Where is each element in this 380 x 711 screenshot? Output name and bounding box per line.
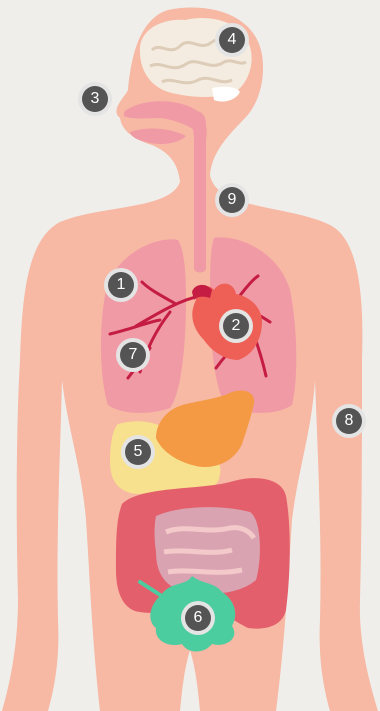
marker-number: 5 [125, 439, 151, 465]
marker-number: 4 [219, 27, 245, 53]
marker-number: 3 [82, 86, 108, 112]
marker-number: 9 [219, 187, 245, 213]
marker-brain[interactable]: 4 [215, 23, 249, 57]
marker-number: 2 [223, 313, 249, 339]
marker-intestine[interactable]: 6 [181, 601, 215, 635]
marker-lungs[interactable]: 1 [104, 268, 138, 302]
marker-bronchi[interactable]: 7 [116, 338, 150, 372]
marker-trachea[interactable]: 9 [215, 183, 249, 217]
marker-number: 8 [336, 408, 362, 434]
marker-mouth[interactable]: 3 [78, 82, 112, 116]
marker-stomach[interactable]: 5 [121, 435, 155, 469]
marker-number: 6 [185, 605, 211, 631]
marker-heart[interactable]: 2 [219, 309, 253, 343]
marker-skin[interactable]: 8 [332, 404, 366, 438]
marker-number: 1 [108, 272, 134, 298]
marker-number: 7 [120, 342, 146, 368]
